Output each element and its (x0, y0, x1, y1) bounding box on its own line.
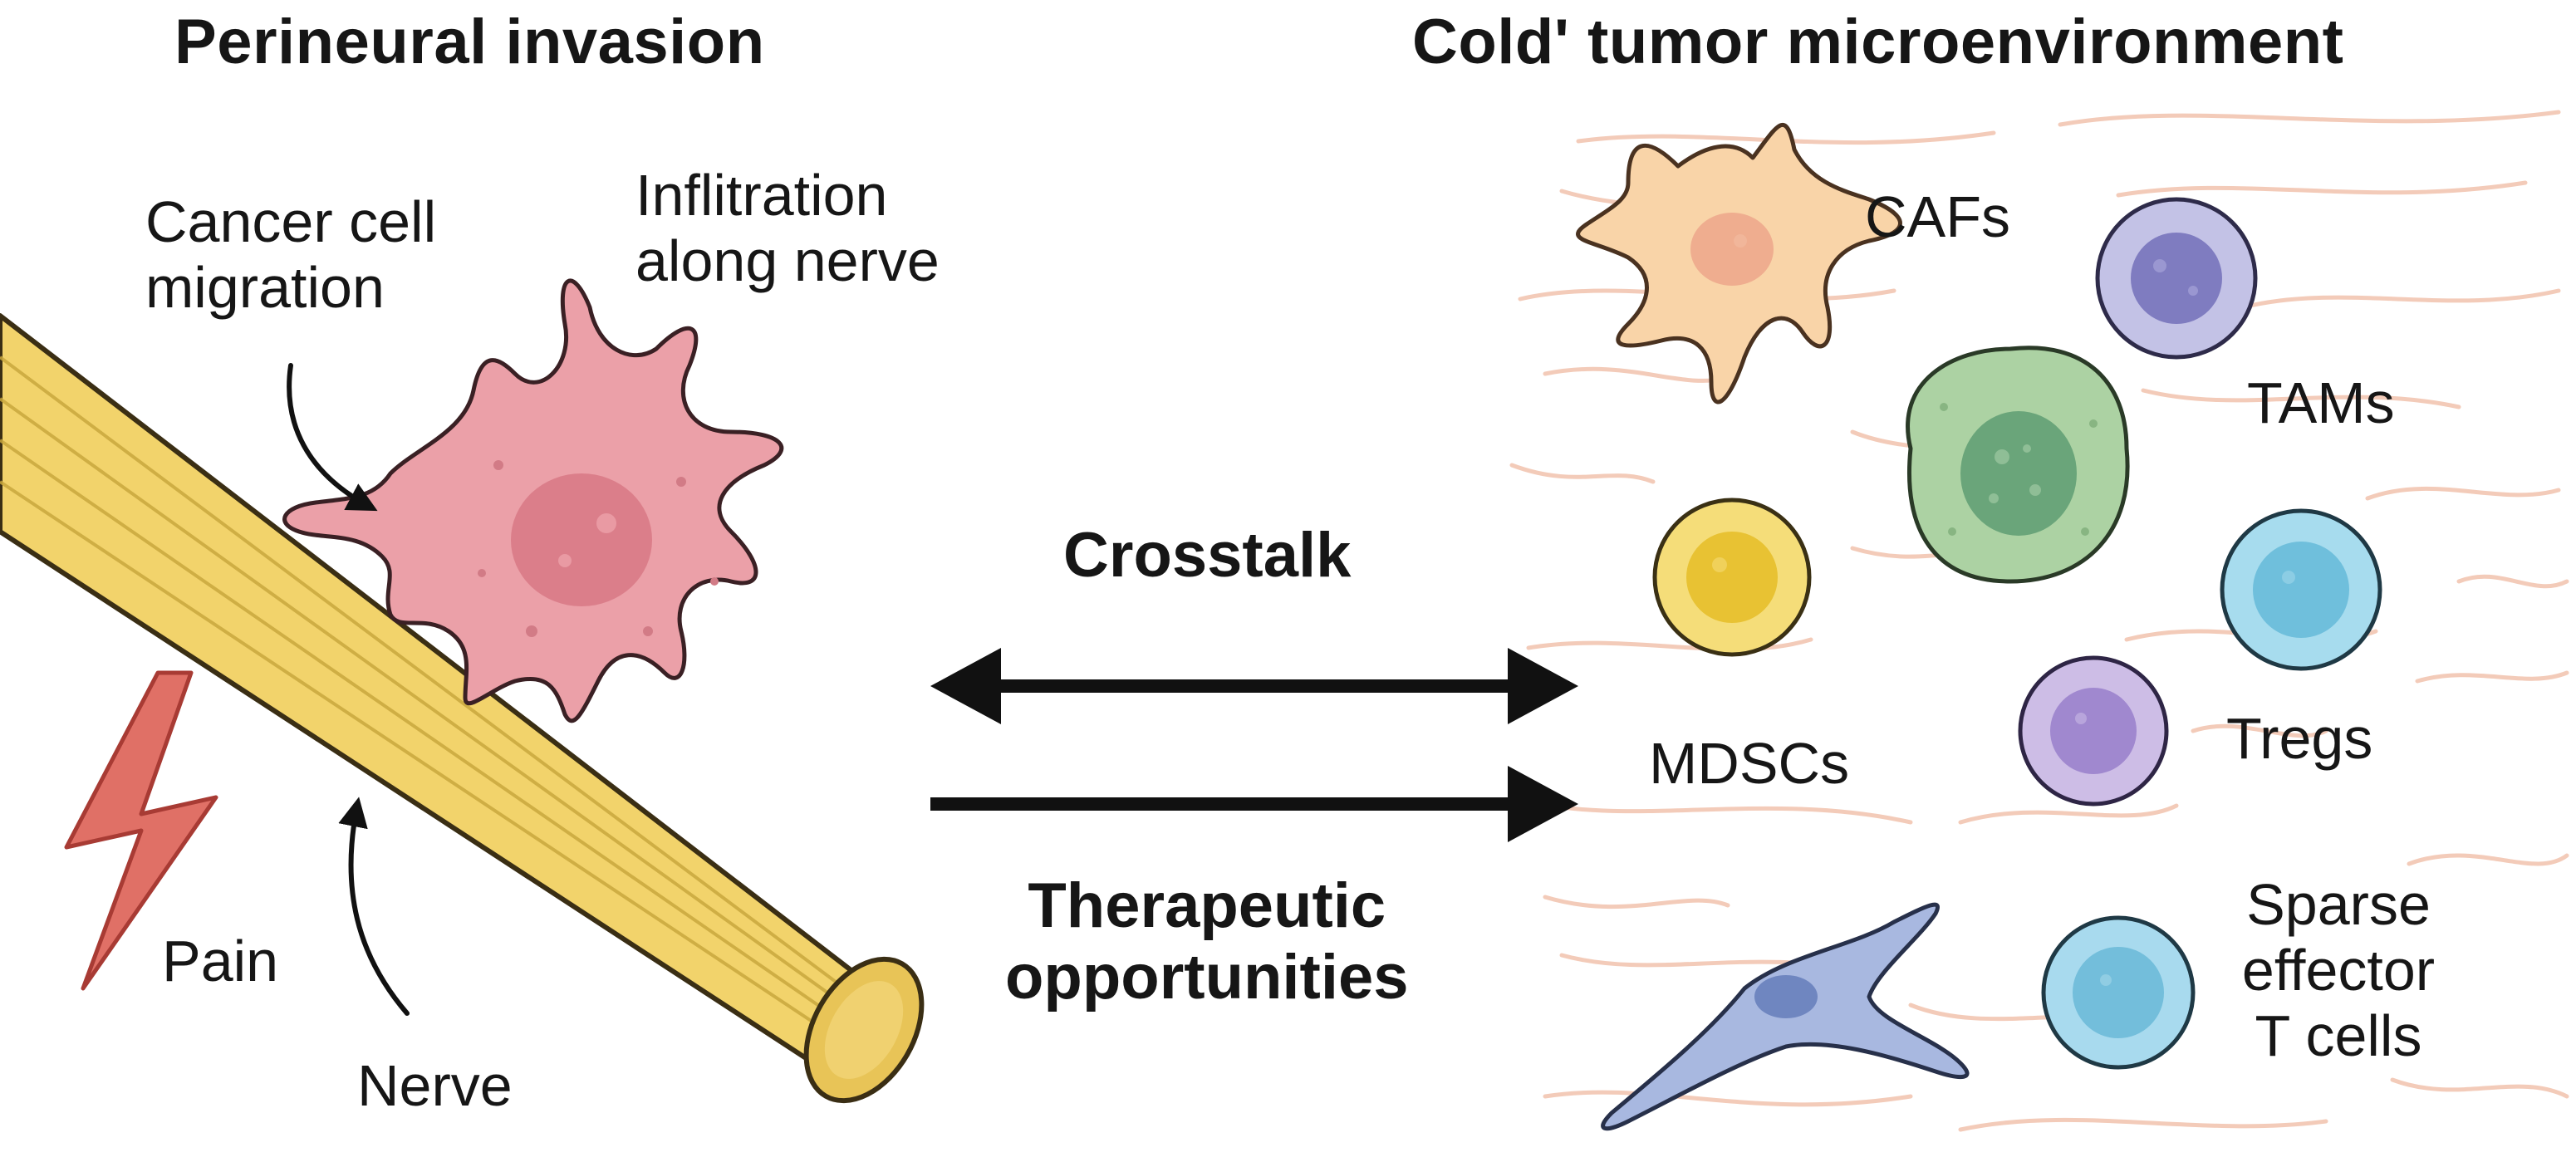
double-arrow-icon (930, 648, 1578, 724)
lightning-bolt-icon (64, 670, 218, 991)
therapeutic-label-line-1: Therapeutic (1028, 870, 1386, 941)
infiltration-label-line-1: Inflitration (635, 163, 888, 228)
macrophage-cell-icon (1906, 346, 2130, 584)
effector-t-cell-icon (2041, 915, 2196, 1070)
nerve-fiber-icon (0, 313, 925, 1104)
fibroblast-cell-icon (1601, 902, 1970, 1131)
right-arrow-icon (930, 766, 1578, 842)
mdscs-label: MDSCs (1649, 731, 1850, 796)
pain-label: Pain (162, 929, 279, 993)
mdsc-cell-icon (1652, 498, 1812, 657)
crosstalk-label: Crosstalk (1063, 520, 1352, 591)
cafs-label: CAFs (1865, 184, 2010, 249)
treg-cell-icon (2220, 508, 2382, 671)
effector-label-line-3: T cells (2255, 1003, 2422, 1069)
sparse-effector-t-cells-label: Sparse effector T cells (2164, 872, 2513, 1069)
tams-label: TAMs (2247, 370, 2395, 435)
right-title: Cold' tumor microenvironment (1412, 7, 2344, 77)
infiltration-label: Inflitration along nerve (635, 163, 940, 294)
left-title: Perineural invasion (174, 7, 765, 77)
treg-purple-cell-icon (2018, 655, 2169, 807)
annotation-arrows (287, 363, 410, 1016)
tam-cell-icon (2095, 197, 2258, 360)
tregs-label: Tregs (2226, 706, 2373, 771)
therapeutic-opportunities-label: Therapeutic opportunities (1005, 870, 1409, 1013)
effector-label-line-2: effector (2241, 938, 2436, 1003)
infiltration-label-line-2: along nerve (635, 228, 940, 294)
caf-cell-icon (1576, 122, 1902, 404)
cancer-cell-icon (282, 278, 784, 723)
therapeutic-label-line-2: opportunities (1005, 941, 1409, 1012)
nerve-label: Nerve (357, 1053, 513, 1118)
cancer-cell-label-line-1: Cancer cell (145, 189, 437, 254)
effector-label-line-1: Sparse (2246, 872, 2431, 937)
cancer-cell-migration-label: Cancer cell migration (145, 189, 436, 321)
cancer-cell-label-line-2: migration (145, 255, 385, 321)
